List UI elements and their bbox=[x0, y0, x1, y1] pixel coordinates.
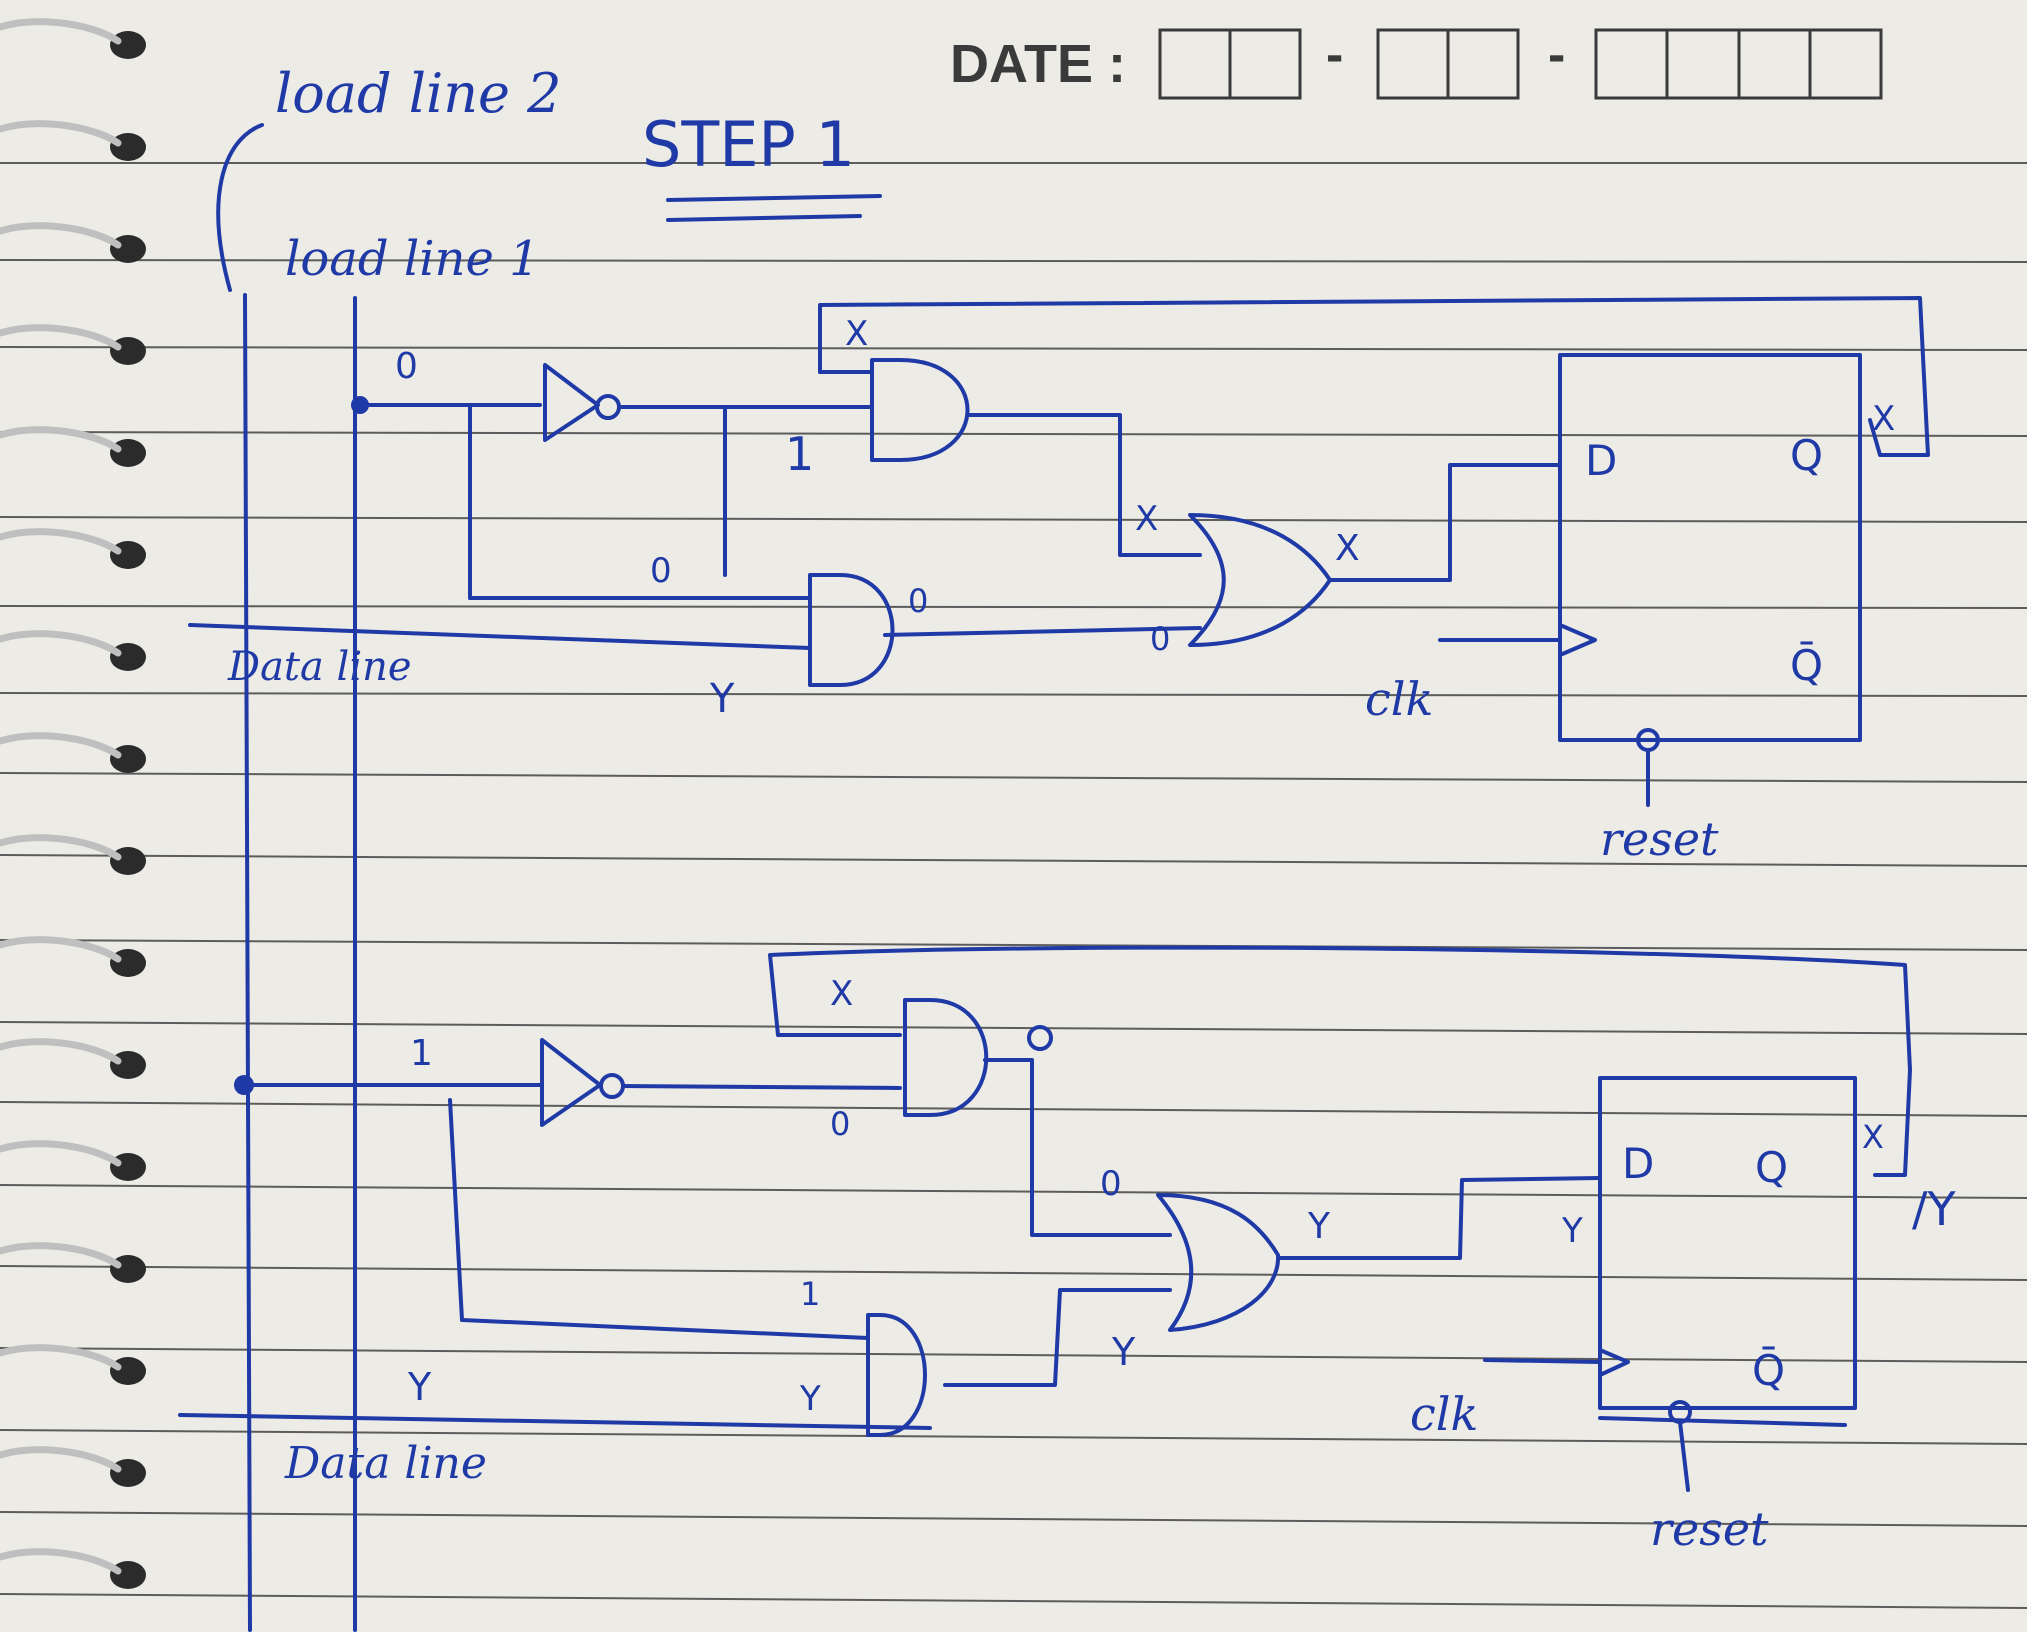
bottom-cell: 1 0 X 0 0 1 Y Y Y Y D Q Q̄ bbox=[178, 945, 1956, 1556]
top-feedback-wire bbox=[818, 296, 1930, 457]
bottom-ff-qbar: Q̄ bbox=[1752, 1344, 1785, 1395]
binding-coil bbox=[0, 630, 122, 657]
top-or-in-x: X bbox=[1135, 499, 1158, 539]
bottom-or-in-y: Y bbox=[1111, 1330, 1136, 1374]
bottom-feedback-wire bbox=[768, 945, 1912, 1177]
top-and2-out: 0 bbox=[908, 582, 928, 620]
top-data-line-label: Data line bbox=[227, 644, 412, 690]
top-and2-in: 0 bbox=[650, 551, 672, 591]
date-sep-1: - bbox=[1326, 26, 1343, 84]
spiral-binding bbox=[0, 18, 146, 1589]
binding-coil bbox=[0, 1038, 122, 1065]
binding-coil bbox=[0, 528, 122, 555]
bottom-and2-in1: 1 bbox=[800, 1275, 820, 1313]
top-or-out: X bbox=[1335, 528, 1360, 569]
load-line-2-bracket bbox=[216, 123, 264, 292]
load-line-2-label: load line 2 bbox=[275, 62, 562, 125]
bottom-and1-out-circle bbox=[1027, 1025, 1053, 1051]
binding-coil bbox=[0, 936, 122, 963]
top-or-gate bbox=[1188, 513, 1332, 647]
bottom-data-line-label: Data line bbox=[284, 1438, 487, 1489]
bottom-and-gate-1 bbox=[903, 998, 989, 1117]
title-underline-2 bbox=[666, 214, 862, 222]
bottom-q-out: X bbox=[1862, 1118, 1884, 1156]
bottom-or-out: Y bbox=[1307, 1206, 1331, 1247]
bottom-reset-label: reset bbox=[1650, 1502, 1769, 1556]
top-not-bubble bbox=[595, 394, 621, 420]
bottom-ff-base-line bbox=[1598, 1416, 1847, 1427]
step-title: STEP 1 bbox=[642, 108, 855, 181]
ruled-lines bbox=[0, 162, 2027, 1609]
load-line-1-label: load line 1 bbox=[285, 231, 540, 287]
binding-coil bbox=[0, 18, 122, 45]
binding-coil bbox=[0, 1548, 122, 1575]
top-ff-q: Q bbox=[1790, 431, 1823, 480]
binding-coil bbox=[0, 324, 122, 351]
bottom-ff-q: Q bbox=[1755, 1143, 1788, 1192]
top-and-gate-1 bbox=[870, 358, 970, 462]
bottom-q-out-alt: /Y bbox=[1912, 1182, 1956, 1236]
binding-coil bbox=[0, 1242, 122, 1269]
bottom-data-line-wire bbox=[178, 1413, 932, 1430]
bottom-d-in: Y bbox=[1561, 1211, 1583, 1251]
top-and-gate-2 bbox=[808, 573, 895, 687]
bottom-or-in-0: 0 bbox=[1100, 1164, 1122, 1204]
binding-coil bbox=[0, 1446, 122, 1473]
bottom-clk-label: clk bbox=[1410, 1387, 1478, 1441]
bottom-ff-clock-triangle bbox=[1598, 1348, 1630, 1377]
binding-coil bbox=[0, 222, 122, 249]
top-load-value: 0 bbox=[395, 346, 418, 387]
bottom-or-gate bbox=[1156, 1193, 1281, 1332]
load-line-2-wire bbox=[243, 293, 252, 1632]
bottom-not-bubble bbox=[599, 1073, 625, 1099]
bottom-and1-x: X bbox=[830, 974, 853, 1014]
title-underline-1 bbox=[666, 194, 882, 202]
binding-coil bbox=[0, 1140, 122, 1167]
top-and1-x: X bbox=[845, 314, 868, 354]
top-data-line-wire bbox=[188, 623, 812, 650]
binding-coil bbox=[0, 834, 122, 861]
bottom-ff-d: D bbox=[1622, 1139, 1654, 1188]
top-clk-label: clk bbox=[1365, 672, 1433, 726]
top-cell: 0 1 0 X 0 Y Data line X 0 X bbox=[188, 296, 1930, 866]
bottom-not-gate bbox=[540, 1038, 602, 1127]
top-y-label: Y bbox=[709, 676, 735, 722]
binding-coil bbox=[0, 732, 122, 759]
top-d-flipflop bbox=[1558, 353, 1862, 742]
date-header: DATE : - - bbox=[950, 26, 1883, 100]
top-not-gate bbox=[543, 363, 600, 442]
bottom-d-flipflop bbox=[1598, 1076, 1857, 1410]
top-and1-one: 1 bbox=[785, 427, 814, 481]
date-label: DATE : bbox=[950, 34, 1126, 94]
binding-coil bbox=[0, 120, 122, 147]
binding-coil bbox=[0, 426, 122, 453]
date-sep-2: - bbox=[1548, 26, 1565, 84]
binding-coil bbox=[0, 1344, 122, 1371]
bottom-y-data: Y bbox=[407, 1365, 432, 1409]
top-ff-d: D bbox=[1585, 436, 1617, 485]
top-ff-clock-triangle bbox=[1558, 623, 1597, 657]
top-reset-label: reset bbox=[1600, 812, 1719, 866]
bottom-load-value: 1 bbox=[410, 1033, 433, 1074]
top-ff-qbar: Q̄ bbox=[1790, 639, 1823, 690]
bottom-and-gate-2 bbox=[866, 1313, 927, 1437]
bottom-and2-y: Y bbox=[799, 1379, 821, 1419]
bottom-and1-in0: 0 bbox=[830, 1105, 850, 1143]
top-q-out: X bbox=[1872, 399, 1895, 439]
top-or-in-0: 0 bbox=[1150, 620, 1170, 658]
